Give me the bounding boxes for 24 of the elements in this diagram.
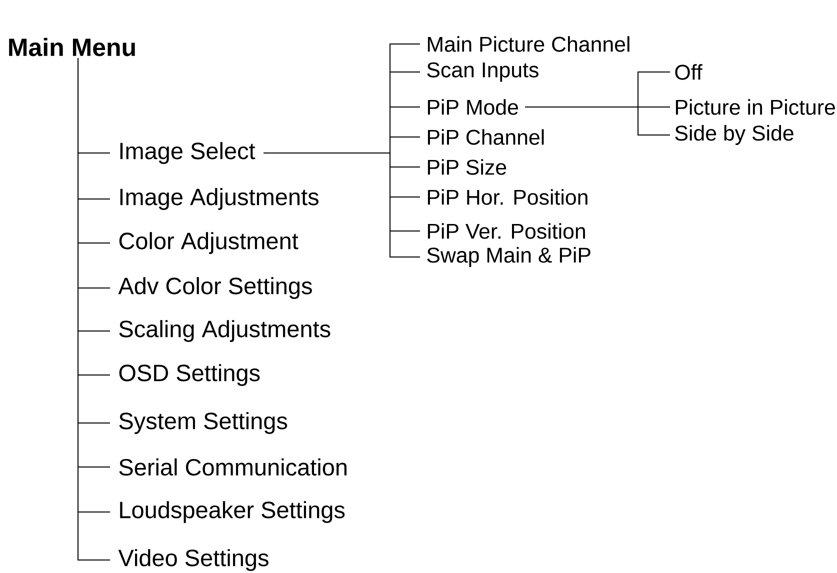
- menu-item: Adv Color Settings: [118, 277, 312, 299]
- menu-item: PiP Size: [428, 159, 506, 175]
- menu-item: Picture in Picture: [676, 99, 835, 115]
- menu-item: Color Adjustment: [119, 232, 298, 254]
- menu-item: PiP Ver. Position: [428, 223, 585, 239]
- menu-item: Loudspeaker Settings: [120, 501, 345, 523]
- connector-line: [263, 152, 420, 258]
- menu-item: PiP Mode: [428, 99, 518, 115]
- menu-item: System Settings: [119, 412, 288, 434]
- menu-item: Scan Inputs: [427, 62, 538, 82]
- menu-item: PiP Hor. Position: [428, 189, 588, 205]
- menu-item: Image Adjustments: [120, 188, 318, 210]
- menu-item: Serial Communication: [119, 458, 346, 476]
- menu-item: OSD Settings: [119, 364, 260, 386]
- menu-title: Main Menu: [9, 38, 135, 56]
- menu-item: Swap Main & PiP: [427, 247, 590, 267]
- menu-item: Main Picture Channel: [428, 36, 630, 52]
- menu-item: Side by Side: [675, 125, 794, 145]
- connector-line: [524, 106, 670, 136]
- menu-item: Scaling Adjustments: [119, 320, 330, 342]
- menu-item: Off: [675, 64, 702, 80]
- menu-item: PiP Channel: [428, 129, 544, 145]
- menu-item: Video Settings: [118, 549, 268, 571]
- menu-item: Image Select: [120, 142, 256, 164]
